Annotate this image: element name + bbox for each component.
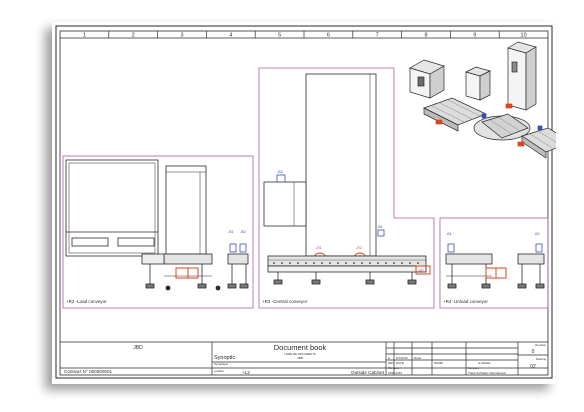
- tag-label: -M1: [418, 269, 424, 273]
- central-conveyor-frame: [258, 67, 435, 309]
- tag-label: -B2: [534, 232, 540, 236]
- motor-icon: [353, 252, 367, 257]
- location-label: Location: [214, 369, 224, 373]
- drawing-label: Drawing: [536, 357, 547, 361]
- document-subtitle-2: ABB: [297, 356, 303, 360]
- tag-label: -B3: [277, 170, 283, 174]
- column-number: 4: [229, 33, 232, 39]
- section-label: +R2 -Load conveyor: [66, 299, 107, 304]
- company-field-label: Company: [468, 366, 480, 370]
- sensor-icon: [239, 243, 247, 253]
- rev-header: REV: [388, 361, 394, 365]
- document-subtitle: LIVRE DE DOCUMENTS: [284, 352, 316, 356]
- column-number: 9: [473, 33, 476, 39]
- drawn-by: G-WAGE: [478, 361, 490, 365]
- drawn-label: Draw: [414, 356, 422, 360]
- synoptic-sublabel: Synoptique: [214, 362, 228, 366]
- revision-value: 0: [532, 349, 535, 355]
- document-title: Document book: [274, 343, 327, 352]
- drawing-canvas: 1 2 3 4 5 6 7 8 9 10: [55, 25, 556, 379]
- isometric-view: [409, 41, 556, 159]
- sensor-icon: [377, 229, 385, 237]
- central-conveyor-bed: [267, 255, 427, 267]
- company-name: JBD: [133, 345, 143, 351]
- tag-label: -B1: [446, 232, 452, 236]
- filename-value: 1550.0416: [388, 371, 403, 375]
- sensor-icon: [535, 243, 543, 253]
- column-number: 3: [180, 33, 183, 39]
- location-value: +L2: [242, 370, 250, 375]
- load-conveyor-section: -B1 -B2 +R2 -Load conveyor: [62, 155, 254, 309]
- unload-conveyor-frame: [439, 217, 549, 309]
- tag-label: -B1: [228, 230, 234, 234]
- title-block: [60, 341, 548, 375]
- column-number: 6: [327, 33, 330, 39]
- revision-label: Revision: [535, 343, 546, 347]
- filename-label: File name: [388, 366, 400, 370]
- column-number: 7: [376, 33, 379, 39]
- roller-row: [273, 262, 419, 264]
- load-cabinet-side: [165, 165, 207, 255]
- rev-index: A: [388, 356, 390, 360]
- drawing-sheet: 1 2 3 4 5 6 7 8 9 10: [52, 22, 556, 384]
- tag-label: -B1: [377, 225, 383, 229]
- title-block-text: JBD Document book LIVRE DE DOCUMENTS ABB…: [64, 343, 546, 375]
- column-number: 10: [521, 33, 527, 39]
- central-conveyor-section: -B3 -B1 -R1 -R2 -M1 +R3 -Central conveyo…: [258, 67, 435, 309]
- sensor-icon: [447, 243, 455, 253]
- sensor-icon: [276, 174, 286, 183]
- section-label: +R4 -Unload conveyor: [443, 299, 488, 304]
- contract-number: Contract N° 000000001: [64, 369, 113, 374]
- central-tower: [305, 73, 377, 257]
- company-field-value: Trace Software International: [468, 371, 506, 375]
- drawing-number: 02: [530, 364, 536, 370]
- date-header: DATE: [396, 361, 404, 365]
- column-number: 8: [424, 33, 427, 39]
- column-number: 1: [83, 33, 86, 39]
- sheet-border: [55, 25, 553, 379]
- column-header: 1 2 3 4 5 6 7 8 9 10: [60, 31, 548, 39]
- sensor-icon: [229, 243, 237, 253]
- column-number: 5: [278, 33, 281, 39]
- section-label: +R3 -Central conveyor: [262, 299, 308, 304]
- tag-label: -R2: [356, 246, 362, 250]
- cabinet-label: Outside Cabinet: [351, 370, 385, 375]
- tag-label: -B2: [240, 230, 246, 234]
- motor-icon: [485, 267, 497, 279]
- column-number: 2: [132, 33, 135, 39]
- central-side-box: [263, 181, 307, 227]
- motor-icon: [175, 267, 189, 279]
- motor-icon: [415, 265, 431, 275]
- name-header: NAME: [434, 361, 443, 365]
- motor-icon: [313, 252, 327, 257]
- synoptic-label: Synoptic: [214, 355, 235, 361]
- tag-label: -R1: [316, 246, 322, 250]
- load-conveyor-frame: [62, 155, 254, 309]
- revision-date: 5/7/2015: [396, 356, 408, 360]
- unload-conveyor-section: -B1 -B2 +R4 -Unload conveyor: [439, 217, 549, 309]
